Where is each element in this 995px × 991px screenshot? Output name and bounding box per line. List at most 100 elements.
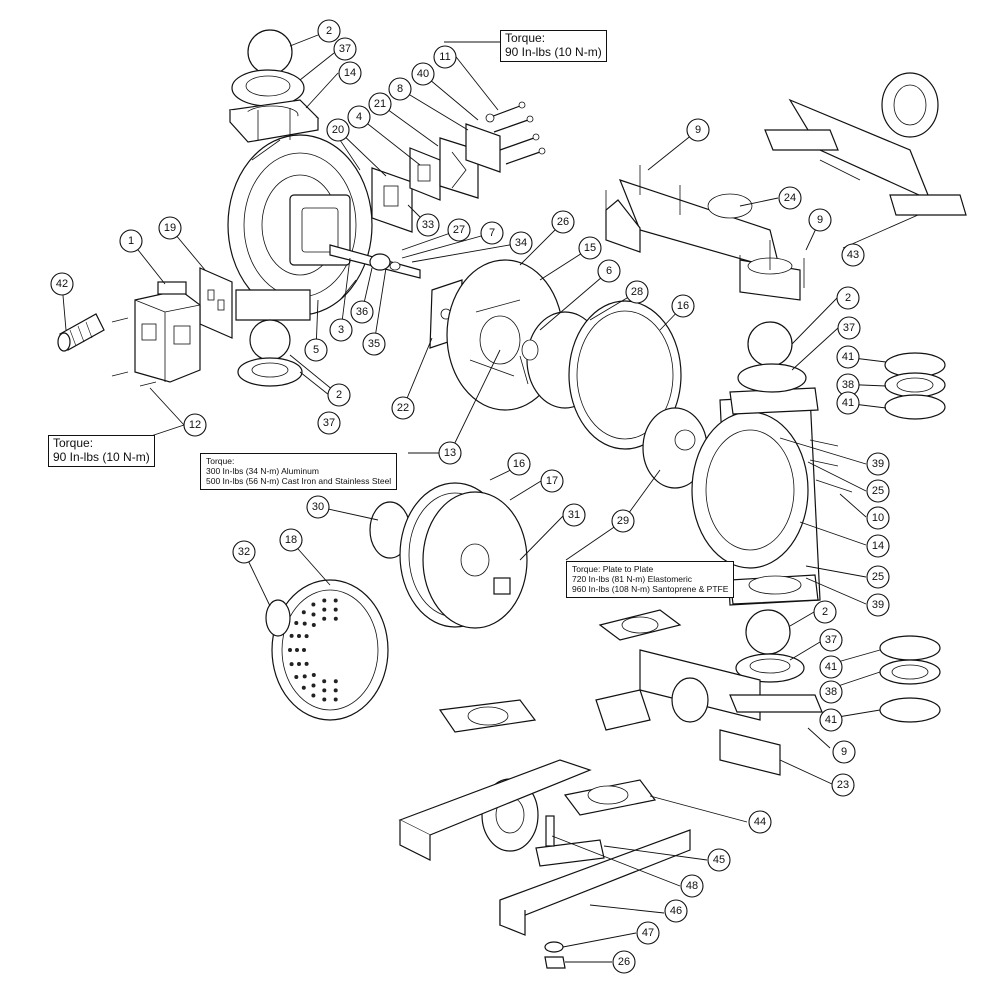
callout-42: 42 bbox=[50, 272, 74, 296]
seal-rings-right bbox=[879, 352, 946, 723]
upper-manifold bbox=[605, 165, 805, 301]
perforation-hole bbox=[311, 683, 316, 688]
svg-text:37: 37 bbox=[825, 634, 837, 646]
torque-note-line: Torque: bbox=[53, 436, 94, 450]
svg-text:18: 18 bbox=[285, 534, 297, 546]
torque-note-line: Torque: Plate to Plate bbox=[572, 564, 654, 574]
perforation-hole bbox=[333, 598, 338, 603]
svg-text:41: 41 bbox=[825, 661, 837, 673]
air-valve-gasket-stack bbox=[199, 123, 501, 339]
callout-39-upper: 39 bbox=[866, 452, 890, 476]
svg-text:7: 7 bbox=[489, 227, 495, 239]
callout-16-lower: 16 bbox=[507, 452, 531, 476]
perforation-hole bbox=[333, 607, 338, 612]
torque-note-line: 720 In-lbs (81 N-m) Elastomeric bbox=[572, 573, 692, 584]
torque-note-line: 500 In-lbs (56 N-m) Cast Iron and Stainl… bbox=[206, 475, 392, 486]
svg-text:43: 43 bbox=[847, 249, 859, 261]
callout-4: 4 bbox=[347, 105, 371, 129]
svg-text:20: 20 bbox=[332, 124, 344, 136]
callout-27: 27 bbox=[447, 218, 471, 242]
svg-text:9: 9 bbox=[695, 124, 701, 136]
svg-text:2: 2 bbox=[336, 389, 342, 401]
perforation-hole bbox=[311, 602, 316, 607]
svg-text:3: 3 bbox=[338, 324, 344, 336]
bottom-washer-nut bbox=[544, 941, 566, 969]
callout-43: 43 bbox=[841, 243, 865, 267]
right-fluid-chamber bbox=[691, 370, 853, 606]
svg-text:41: 41 bbox=[825, 714, 837, 726]
callout-37-top-left: 37 bbox=[333, 37, 357, 61]
callout-19: 19 bbox=[158, 216, 182, 240]
callout-balloons: 2 37 14 11 40 8 21 4 20 1 19 42 33 27 7 … bbox=[50, 19, 890, 974]
callout-22: 22 bbox=[391, 396, 415, 420]
svg-text:9: 9 bbox=[841, 746, 847, 758]
perforation-hole bbox=[322, 679, 327, 684]
callout-25-lower: 25 bbox=[866, 565, 890, 589]
callout-46: 46 bbox=[664, 899, 688, 923]
torque-note-air-valve-bolts: Torque: 90 In-lbs (10 N-m) bbox=[500, 30, 607, 62]
callout-37-left: 37 bbox=[317, 411, 341, 435]
callout-33: 33 bbox=[416, 213, 440, 237]
svg-text:45: 45 bbox=[713, 854, 725, 866]
right-balls-seats bbox=[735, 321, 807, 683]
callout-16-upper: 16 bbox=[671, 294, 695, 318]
diaphragm-upper bbox=[568, 300, 682, 450]
svg-text:16: 16 bbox=[677, 300, 689, 312]
callout-41-right-upper-a: 41 bbox=[836, 345, 860, 369]
callout-35: 35 bbox=[362, 332, 386, 356]
callout-38-right-lower: 38 bbox=[819, 680, 843, 704]
callout-30: 30 bbox=[306, 495, 330, 519]
svg-text:22: 22 bbox=[397, 402, 409, 414]
svg-text:2: 2 bbox=[326, 25, 332, 37]
perforation-hole bbox=[294, 675, 299, 679]
svg-text:31: 31 bbox=[568, 509, 580, 521]
perforation-hole bbox=[333, 688, 338, 693]
callout-31: 31 bbox=[562, 503, 586, 527]
torque-note-line: 90 In-lbs (10 N-m) bbox=[505, 44, 602, 59]
torque-note-muffler-bolts: Torque: 90 In-lbs (10 N-m) bbox=[48, 435, 155, 467]
perforation-hole bbox=[304, 661, 309, 666]
svg-text:37: 37 bbox=[843, 322, 855, 334]
svg-text:36: 36 bbox=[356, 306, 368, 318]
svg-text:29: 29 bbox=[617, 515, 629, 527]
perforation-hole bbox=[302, 674, 307, 679]
perforation-hole bbox=[302, 648, 306, 652]
perforation-hole bbox=[311, 693, 316, 698]
perforation-hole bbox=[322, 598, 327, 603]
perforated-outer-plate bbox=[265, 579, 389, 721]
svg-text:8: 8 bbox=[397, 83, 403, 95]
svg-text:2: 2 bbox=[845, 292, 851, 304]
lower-diaphragm-assembly bbox=[369, 482, 528, 629]
callout-34: 34 bbox=[509, 231, 533, 255]
lower-manifold bbox=[595, 609, 823, 776]
perforation-hole bbox=[289, 662, 294, 667]
callout-9-top: 9 bbox=[686, 118, 710, 142]
callout-37-right-lower: 37 bbox=[819, 628, 843, 652]
perforation-hole bbox=[294, 621, 299, 625]
callout-48: 48 bbox=[680, 874, 704, 898]
svg-text:10: 10 bbox=[872, 512, 884, 524]
callout-9-right: 9 bbox=[808, 208, 832, 232]
callout-2-top-left: 2 bbox=[317, 19, 341, 43]
callout-41-right-lower-a: 41 bbox=[819, 655, 843, 679]
air-valve-assembly bbox=[111, 281, 201, 387]
svg-text:27: 27 bbox=[453, 224, 465, 236]
svg-text:28: 28 bbox=[631, 286, 643, 298]
callout-37-right-upper: 37 bbox=[837, 316, 861, 340]
torque-note-outer-plate: Torque: 300 In-lbs (34 N-m) Aluminum 500… bbox=[200, 453, 398, 491]
callout-13: 13 bbox=[438, 441, 462, 465]
callout-25-upper: 25 bbox=[866, 479, 890, 503]
svg-text:42: 42 bbox=[56, 278, 68, 290]
callout-3: 3 bbox=[329, 318, 353, 342]
svg-text:33: 33 bbox=[422, 219, 434, 231]
callout-14-top-left: 14 bbox=[338, 61, 362, 85]
callout-32: 32 bbox=[232, 540, 256, 564]
callout-26-bottom: 26 bbox=[612, 950, 636, 974]
torque-note-line: Torque: bbox=[505, 31, 546, 45]
svg-text:41: 41 bbox=[842, 397, 854, 409]
callout-10: 10 bbox=[866, 506, 890, 530]
perforation-hole bbox=[333, 679, 338, 684]
callout-11: 11 bbox=[433, 45, 457, 69]
callout-28: 28 bbox=[625, 280, 649, 304]
perforation-hole bbox=[322, 616, 327, 621]
